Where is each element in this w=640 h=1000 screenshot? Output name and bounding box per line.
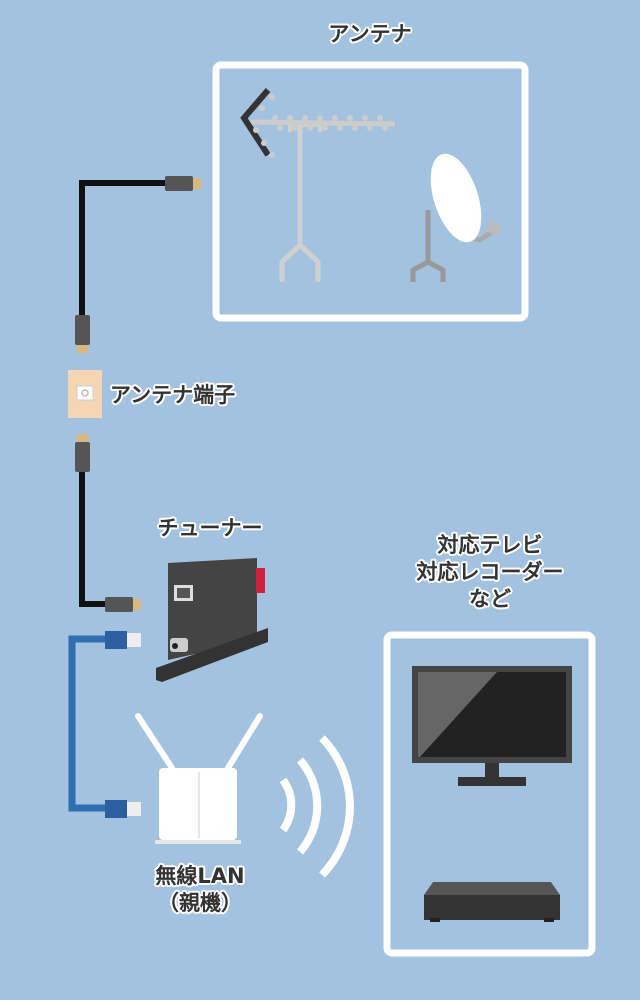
antenna-box (212, 61, 529, 322)
lan-cable (68, 635, 108, 812)
antenna-terminal-icon (68, 370, 102, 418)
wireless-router-icon (135, 713, 263, 844)
wifi-signal-icon (279, 735, 354, 878)
devices-label-line: など (469, 587, 511, 611)
coax-cable (79, 180, 165, 325)
uhf-antenna-icon (240, 88, 396, 282)
devices-label: 対応テレビ 対応レコーダー など (390, 532, 590, 613)
tuner-label: チューナー (157, 516, 263, 540)
devices-label-line: 対応レコーダー (416, 560, 564, 584)
devices-box (383, 631, 596, 957)
coax-cable (79, 472, 105, 607)
router-label-line: （親機） (158, 891, 242, 915)
satellite-dish-icon (410, 153, 502, 282)
rj45-connector-icon (105, 631, 127, 649)
rj45-connector-icon (105, 800, 127, 818)
recorder-icon (424, 882, 560, 922)
router-label-line: 無線LAN (155, 864, 245, 888)
f-connector-icon (165, 176, 193, 191)
devices-label-line: 対応テレビ (437, 533, 543, 557)
antenna-terminal-label: アンテナ端子 (110, 383, 236, 407)
tv-icon (412, 666, 572, 786)
antenna-label: アンテナ (328, 22, 412, 46)
router-label: 無線LAN （親機） (120, 863, 280, 917)
tuner-device-icon (156, 558, 268, 682)
